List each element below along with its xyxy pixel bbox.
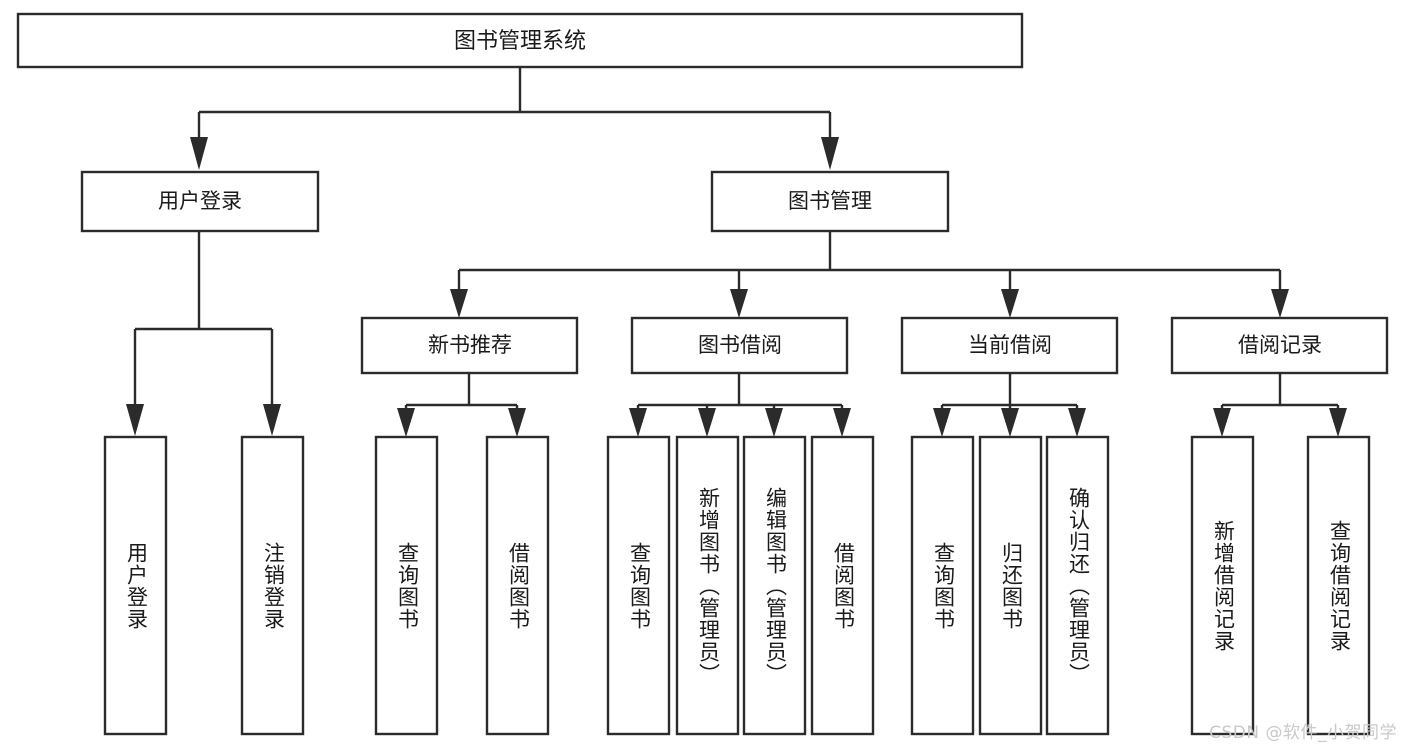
arrow-head-leaf12 [1213,408,1231,437]
arrow-head-leaf13 [1329,408,1347,437]
node-login[interactable]: 用户登录 [80,170,320,233]
arrow-head-leaf1 [126,404,144,436]
node-root[interactable]: 图书管理系统 [16,12,1024,69]
arrow-head-leaf7 [765,408,783,437]
node-newbook-label: 新书推荐 [428,333,512,357]
arrow-head-leaf5 [629,408,647,437]
arrow-head-leaf3 [397,408,415,437]
node-leaf6-box[interactable] [675,435,740,736]
node-bookmgmt-label: 图书管理 [788,189,872,213]
csdn-watermark: CSDN @软件_小贺同学 [1209,723,1397,743]
node-leaf3-box[interactable] [374,435,439,736]
node-leaf4-box[interactable] [485,435,550,736]
node-borrowbook-label: 图书借阅 [698,333,782,357]
node-root-label: 图书管理系统 [454,29,586,54]
node-borrowrecord-label: 借阅记录 [1238,333,1322,357]
arrow-head-leaf2 [263,404,281,436]
node-root-box[interactable] [16,12,1024,69]
node-borrowbook[interactable]: 图书借阅 [630,316,849,375]
arrow-head-leaf8 [833,408,851,437]
node-borrowbook-box[interactable] [630,316,849,375]
node-newbook-box[interactable] [360,316,579,375]
node-leaf1-box[interactable] [103,435,168,736]
node-currentborrow-box[interactable] [900,316,1119,375]
arrow-head-leaf6 [698,408,716,437]
node-leaf5-box[interactable] [606,435,671,736]
node-leaf9-box[interactable] [910,435,975,736]
node-borrowrecord-box[interactable] [1170,316,1389,375]
arrow-head-borrowrecord [1271,289,1289,318]
node-layer: 图书管理系统 用户登录 图书管理 新书推荐 图书借阅 [16,12,1389,736]
arrow-head-leaf9 [933,408,951,437]
node-bookmgmt-box[interactable] [710,170,950,233]
arrow-head-borrowbook [730,289,748,318]
node-leaf7-box[interactable] [742,435,807,736]
node-leaf2-box[interactable] [240,435,305,736]
arrow-head-leaf11 [1068,408,1086,437]
node-bookmgmt[interactable]: 图书管理 [710,170,950,233]
node-leaf11-box[interactable] [1045,435,1110,736]
node-newbook[interactable]: 新书推荐 [360,316,579,375]
arrow-head-currentborrow [1001,289,1019,318]
arrow-head-leaf4 [508,408,526,437]
node-login-label: 用户登录 [158,189,242,213]
node-leaf8-box[interactable] [810,435,875,736]
arrow-head-leaf10 [1001,408,1019,437]
node-borrowrecord[interactable]: 借阅记录 [1170,316,1389,375]
node-leaf12-box[interactable] [1190,435,1255,736]
node-currentborrow-label: 当前借阅 [968,333,1052,357]
node-currentborrow[interactable]: 当前借阅 [900,316,1119,375]
node-leaf10-box[interactable] [978,435,1043,736]
arrow-head-bookmgmt [821,137,839,170]
node-login-box[interactable] [80,170,320,233]
arrow-head-login [190,137,208,170]
arrow-head-newbook [450,289,468,318]
node-leaf13-box[interactable] [1306,435,1371,736]
connector-layer [126,67,1347,437]
